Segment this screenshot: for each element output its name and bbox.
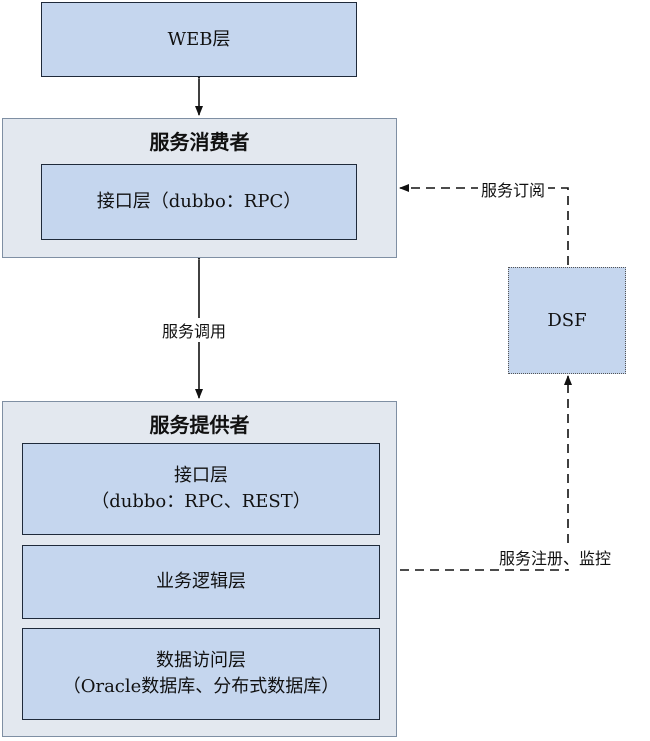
data-access-line2: （Oracle数据库、分布式数据库） — [62, 676, 340, 697]
dsf-label: DSF — [547, 310, 587, 331]
service-call-label: 服务调用 — [159, 318, 230, 342]
data-access-line1: 数据访问层 — [156, 650, 246, 671]
business-logic-label: 业务逻辑层 — [156, 571, 246, 592]
data-access-box: 数据访问层 （Oracle数据库、分布式数据库） — [22, 628, 380, 720]
consumer-interface-label: 接口层（dubbo：RPC） — [96, 191, 302, 212]
dsf-box: DSF — [508, 267, 626, 374]
web-layer-label: WEB层 — [167, 28, 231, 50]
provider-interface-line1: 接口层 — [174, 465, 228, 486]
service-register-label: 服务注册、监控 — [496, 545, 615, 569]
provider-interface-line2: （dubbo：RPC、REST） — [91, 491, 311, 512]
register-arrow — [400, 375, 572, 571]
subscribe-arrow — [399, 184, 569, 265]
consumer-interface-box: 接口层（dubbo：RPC） — [41, 164, 357, 240]
web-layer-box: WEB层 — [41, 2, 357, 77]
business-logic-box: 业务逻辑层 — [22, 545, 380, 619]
service-subscribe-label: 服务订阅 — [478, 177, 549, 201]
provider-interface-box: 接口层 （dubbo：RPC、REST） — [22, 443, 380, 535]
provider-title: 服务提供者 — [149, 413, 250, 437]
consumer-title: 服务消费者 — [149, 130, 250, 154]
